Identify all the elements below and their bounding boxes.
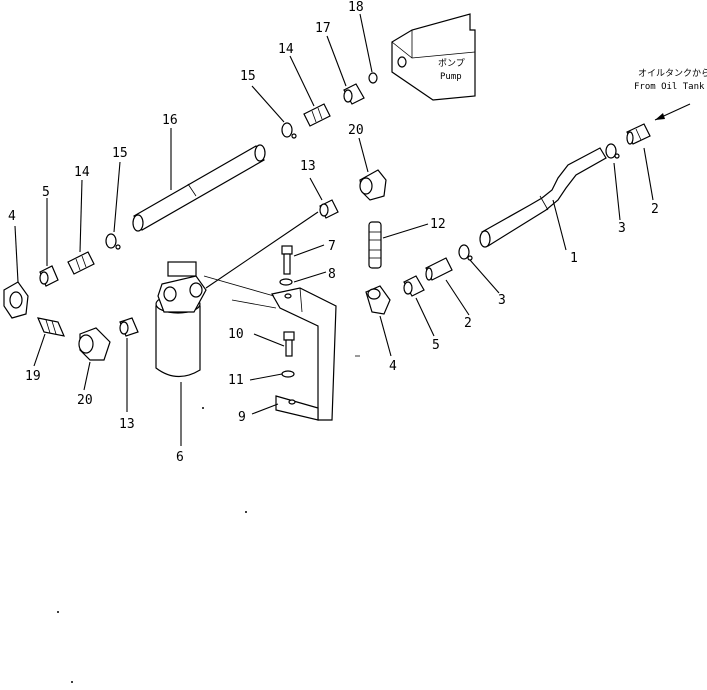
callout-13-left: 13 <box>119 417 135 432</box>
callout-20-left: 20 <box>77 393 93 408</box>
clamp-15-top <box>281 122 297 139</box>
bracket-9 <box>271 287 337 421</box>
tank-label-jp: オイルタンクから <box>638 68 707 79</box>
callout-14-left: 14 <box>74 165 90 180</box>
washer-11 <box>281 370 295 378</box>
bolt-10 <box>283 331 295 357</box>
callout-13-top: 13 <box>300 159 316 174</box>
nipple-12 <box>368 221 382 269</box>
callout-12: 12 <box>430 217 446 232</box>
clamp-3-center <box>458 244 473 261</box>
connector-5-left <box>39 265 59 287</box>
callout-6: 6 <box>176 450 184 465</box>
callout-5-left: 5 <box>42 185 50 200</box>
callout-4-center: 4 <box>389 359 397 374</box>
pump-label-en: Pump <box>440 72 462 82</box>
adapter-2-center <box>425 257 453 281</box>
filter-6 <box>155 261 207 378</box>
callout-9: 9 <box>238 410 246 425</box>
washer-8 <box>279 278 293 286</box>
callout-10: 10 <box>228 327 244 342</box>
connector-13-top <box>319 199 339 219</box>
callout-8: 8 <box>328 267 336 282</box>
connector-17 <box>343 83 365 105</box>
adapter-19 <box>36 317 66 337</box>
callout-5-center: 5 <box>432 338 440 353</box>
adapter-2-right <box>626 123 651 145</box>
hose-1 <box>479 147 607 248</box>
hose-16 <box>132 144 266 232</box>
callout-3-right: 3 <box>618 221 626 236</box>
clamp-15-left <box>105 233 121 250</box>
callout-11: 11 <box>228 373 244 388</box>
connector-5-center <box>403 275 425 297</box>
callout-1: 1 <box>570 251 578 266</box>
leader-lines <box>14 13 654 446</box>
callout-7: 7 <box>328 239 336 254</box>
o-ring-18 <box>368 72 378 84</box>
callout-2-center: 2 <box>464 316 472 331</box>
elbow-20-left <box>78 327 111 361</box>
callout-18: 18 <box>348 0 364 15</box>
callout-4-left: 4 <box>8 209 16 224</box>
callout-16: 16 <box>162 113 178 128</box>
callout-17: 17 <box>315 21 331 36</box>
elbow-20-center <box>359 169 387 201</box>
callout-19: 19 <box>25 369 41 384</box>
elbow-4-center <box>365 285 391 315</box>
tank-label-en: From Oil Tank <box>634 82 705 92</box>
callout-3-center: 3 <box>498 293 506 308</box>
callout-20-center: 20 <box>348 123 364 138</box>
adapter-14-top <box>303 103 331 127</box>
clamp-3-right <box>605 143 620 159</box>
adapter-14-left <box>67 251 95 275</box>
elbow-4-left <box>3 281 29 319</box>
callout-15-left: 15 <box>112 146 128 161</box>
callout-2-right: 2 <box>651 202 659 217</box>
callout-15-top: 15 <box>240 69 256 84</box>
pump-body <box>391 13 476 101</box>
bolt-7 <box>281 245 293 275</box>
pump-label-jp: ポンプ <box>438 58 465 69</box>
callout-14-top: 14 <box>278 42 294 57</box>
flow-arrow <box>654 103 691 121</box>
connector-13-left <box>119 317 139 337</box>
